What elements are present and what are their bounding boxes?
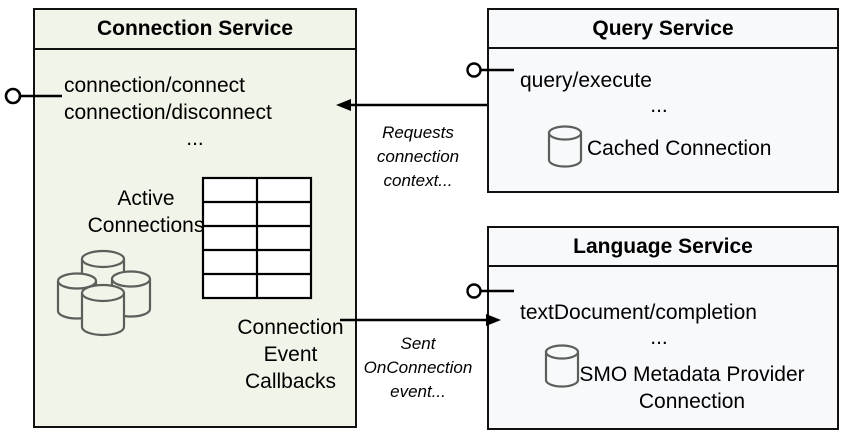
edge-label-1-line-3: context... [383,171,453,190]
query-service-body: query/execute ... Cached Connection [489,49,837,191]
edge-label-1-line-2: connection [376,147,460,166]
edge-label-2-line-1: Sent [400,334,436,353]
edge-label-2-line-3: event... [390,382,446,401]
query-service-title: Query Service [489,10,837,49]
connection-event-callbacks-label: Connection Event Callbacks [203,314,378,395]
language-service-ellipsis: ... [650,326,668,349]
query-service-interface-list: query/execute [520,67,652,94]
edge-label-2-line-2: OnConnection [363,358,473,377]
edge-label-1-line-1: Requests [382,123,454,142]
query-service-ellipsis: ... [650,94,668,117]
smo-metadata-provider-connection-label: SMO Metadata Provider Connection [579,363,805,413]
connection-service-ellipsis: ... [186,127,204,150]
language-service-body: textDocument/completion ... SMO Metadata… [489,267,837,428]
interface-query-execute[interactable]: query/execute [520,69,652,92]
interface-connection-disconnect[interactable]: connection/disconnect [64,101,272,124]
active-connections-label-line-1: Active [117,187,175,210]
language-service-interface-list: textDocument/completion [520,299,757,326]
edge-query-to-connection-arrow[interactable] [336,99,487,111]
language-service-box[interactable]: Language Service textDocument/completion… [487,226,839,430]
callbacks-label-line-1: Connection [237,316,344,339]
edge-label-sent-onconnection-event: Sent OnConnection event... [352,332,484,404]
cached-connection-label: Cached Connection [587,137,772,160]
language-service-title: Language Service [489,228,837,267]
active-connections-label: Active Connections [71,185,221,239]
connection-service-body: connection/connect connection/disconnect… [35,50,355,426]
query-service-box[interactable]: Query Service query/execute ... Cached C… [487,8,839,193]
edge-label-requests-connection-context: Requests connection context... [359,121,477,193]
connection-service-title: Connection Service [35,10,355,50]
callbacks-label-line-3: Callbacks [244,370,337,393]
active-connections-label-line-2: Connections [87,214,205,237]
interface-textdocument-completion[interactable]: textDocument/completion [520,301,757,324]
connection-service-interface-list: connection/connect connection/disconnect [64,72,272,126]
interface-connection-connect[interactable]: connection/connect [64,74,245,97]
connection-service-box[interactable]: Connection Service connection/connect co… [33,8,357,428]
callbacks-label-line-2: Event [263,343,318,366]
